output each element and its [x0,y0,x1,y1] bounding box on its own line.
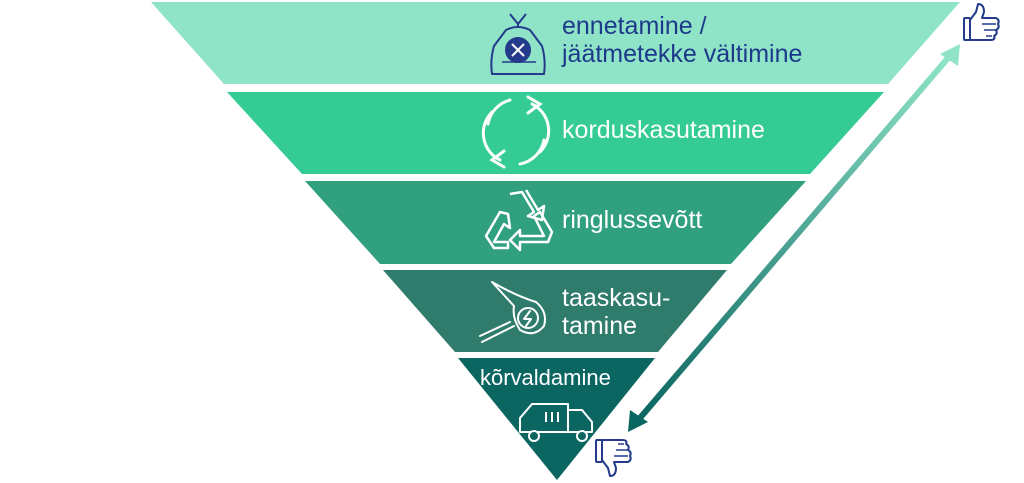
level-label-line: ennetamine / [562,12,707,40]
energy-plug-icon [479,281,546,343]
recycle-icon [484,189,554,252]
level-label-line: ringlussevõtt [562,206,703,234]
level-label-recovery: taaskasu- tamine [562,284,670,340]
reuse-arrows-icon [481,95,551,169]
level-band-recovery [383,270,727,352]
level-label-reuse: korduskasutamine [562,116,765,144]
thumbs-down-icon [595,439,632,477]
level-label-recycling: ringlussevõtt [562,206,702,234]
level-band-reuse [227,92,884,174]
double-headed-arrow [628,44,960,432]
level-label-disposal: kõrvaldamine [480,365,611,391]
level-band-recycling [305,181,806,264]
level-label-line: korduskasutamine [562,116,765,144]
level-label-line: jäätmetekke vältimine [562,40,803,68]
thumbs-up-icon [963,3,1000,41]
level-label-line: kõrvaldamine [480,365,611,390]
level-label-line: tamine [562,312,638,340]
truck-icon [519,403,593,442]
level-band-prevention [151,2,960,84]
bag-icon [490,13,546,75]
level-label-prevention: ennetamine / jäätmetekke vältimine [562,12,802,68]
level-band-disposal [458,358,655,480]
level-label-line: taaskasu- [562,284,671,312]
